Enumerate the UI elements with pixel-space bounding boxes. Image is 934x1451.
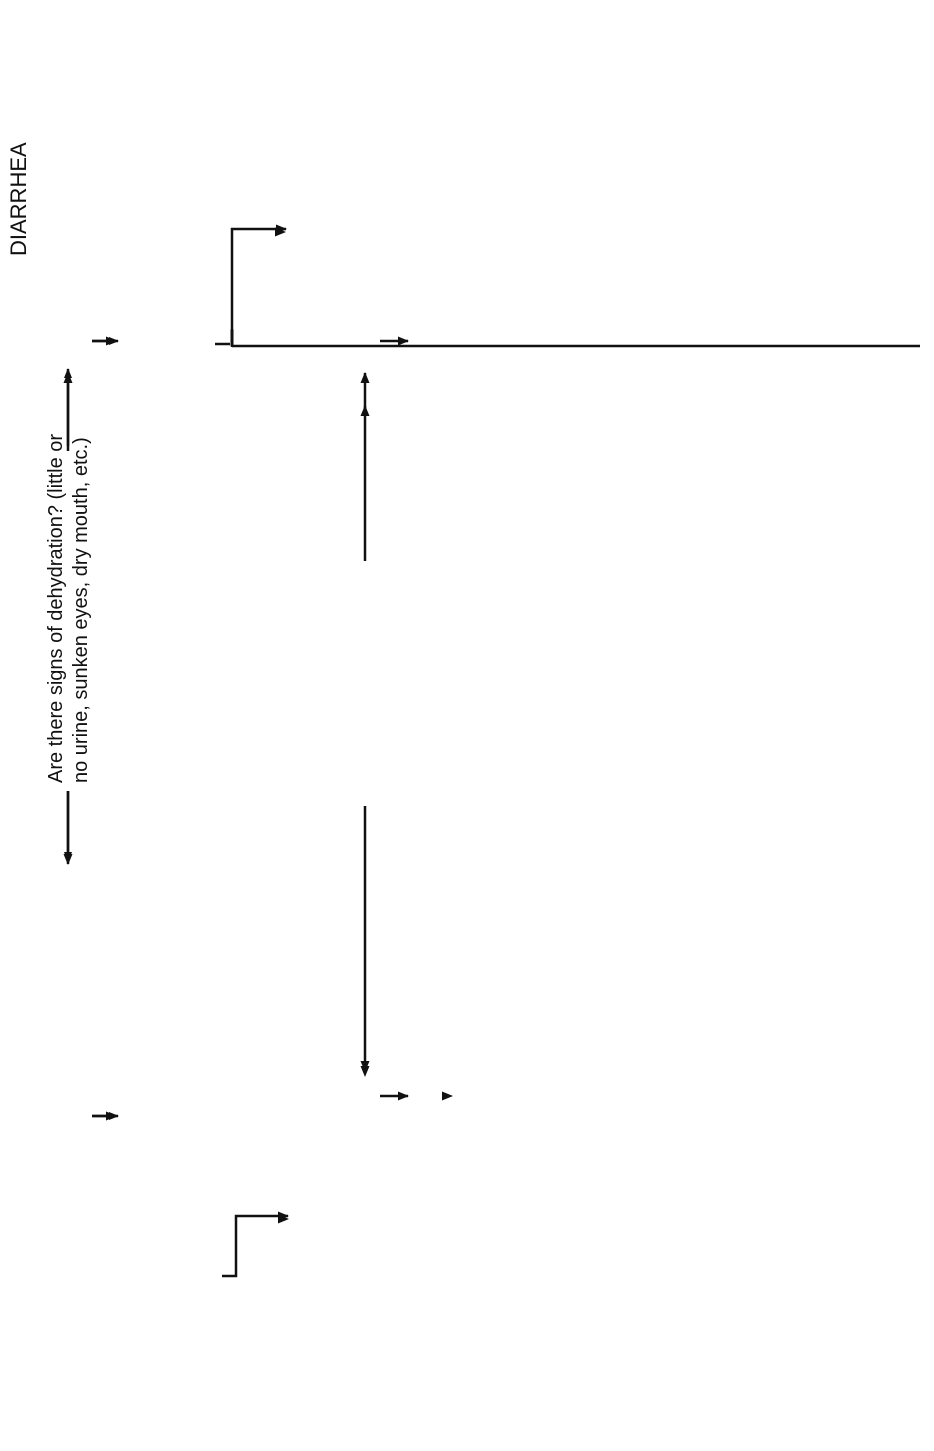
question-dehydration: Are there signs of dehydration? (little … xyxy=(45,433,92,783)
diagram-title: DIARRHEA xyxy=(6,142,31,256)
